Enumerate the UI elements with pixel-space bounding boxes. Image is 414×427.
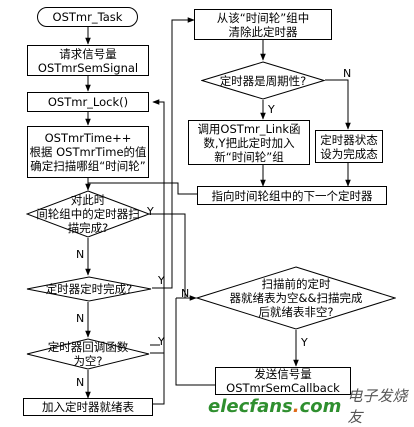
ready-check-decision: 扫描前的定时 器就绪表为空&&扫描完成 后就绪表非空? [196, 266, 396, 330]
next-timer-step: 指向时间轮组中的下一个定时器 [197, 186, 387, 205]
periodic-text: 定时器是周期性? [219, 73, 307, 88]
scan-done-yes-label: Y [147, 205, 154, 218]
callback-no-label: N [76, 376, 85, 389]
ready-check-no-label: N [181, 287, 190, 300]
add-ready-step: 加入定时器就绪表 [23, 398, 153, 416]
periodic-yes-label: Y [268, 103, 275, 116]
timer-done-yes-label: Y [158, 274, 165, 287]
request-signal-step: 请求信号量 OSTmrSemSignal [27, 45, 149, 76]
callback-yes-label: Y [158, 335, 165, 348]
send-signal-step: 发送信号量 OSTmrSemCallback [215, 367, 351, 395]
periodic-no-label: N [343, 67, 352, 80]
remove-from-wheel-step: 从该“时间轮”组中 清除此定时器 [194, 9, 332, 40]
watermark-logo: elecfans.com [208, 395, 342, 417]
ready-check-yes-label: Y [301, 336, 308, 349]
periodic-decision: 定时器是周期性? [201, 61, 325, 100]
watermark: elecfans.com 电子发烧友 [208, 387, 412, 426]
watermark-chinese: 电子发烧友 [347, 387, 408, 426]
set-complete-step: 定时器状态 设为完成态 [315, 130, 383, 163]
scan-done-decision: 对此时 间轮组中的定时器扫 描完成? [26, 190, 150, 238]
scan-done-no-label: N [76, 248, 85, 261]
start-terminal: OSTmr_Task [37, 7, 138, 27]
time-increment-step: OSTmrTime++ 根据 OSTmrTime的值 确定扫描哪组“时间轮” [27, 126, 149, 178]
timer-done-text: 定时器定时完成? [45, 282, 133, 296]
lock-step: OSTmr_Lock() [27, 92, 149, 112]
scan-done-text: 对此时 间轮组中的定时器扫 描完成? [36, 193, 140, 235]
callback-null-text: 定时器回调函数 为空? [47, 340, 129, 368]
timer-done-no-label: N [76, 312, 85, 325]
callback-null-decision: 定时器回调函数 为空? [26, 338, 150, 370]
timer-done-decision: 定时器定时完成? [26, 276, 152, 302]
ready-check-text: 扫描前的定时 器就绪表为空&&扫描完成 后就绪表非空? [229, 277, 363, 319]
link-step: 调用OSTmr_Link函 数,Y把此定时加入 新“时间轮”组 [188, 120, 310, 165]
